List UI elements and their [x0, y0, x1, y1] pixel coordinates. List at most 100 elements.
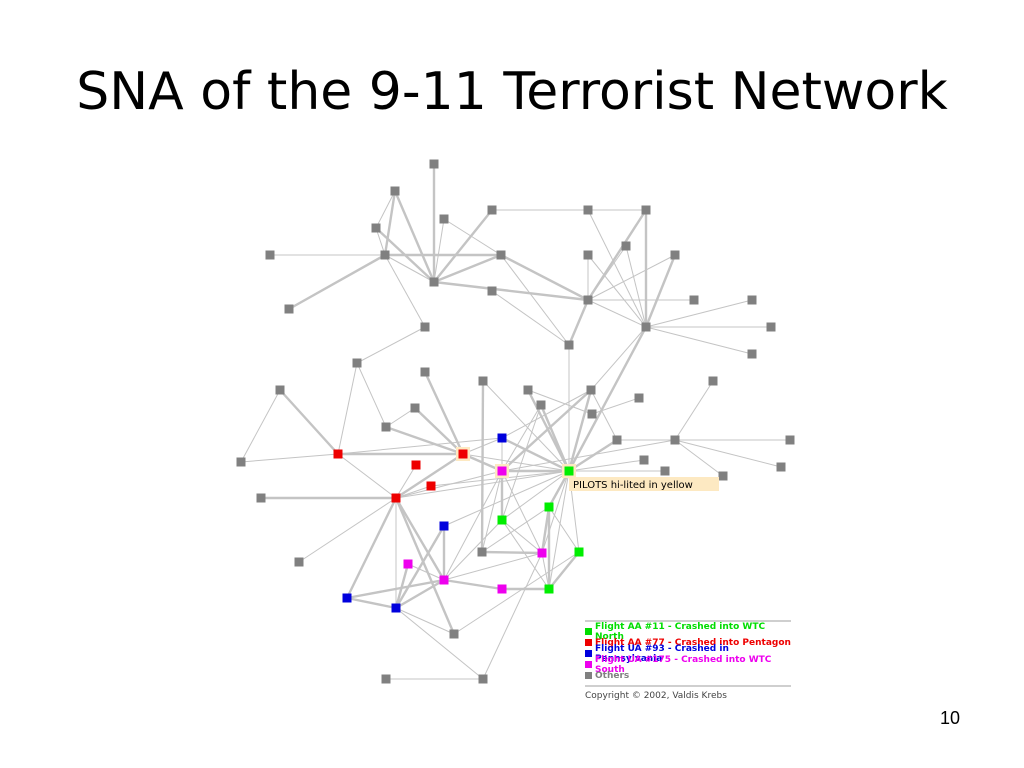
network-edge	[384, 254, 435, 283]
network-edge	[674, 439, 724, 477]
copyright-text: Copyright © 2002, Valdis Krebs	[585, 691, 727, 701]
network-edge	[501, 389, 592, 472]
network-edge	[345, 497, 398, 599]
network-edge	[674, 380, 714, 441]
network-node-other	[660, 466, 670, 476]
legend-item-aa77: Flight AA #77 - Crashed into Pentagon	[585, 637, 791, 648]
pilot-annotation-box	[569, 477, 719, 491]
network-edge	[395, 470, 570, 499]
network-edge	[480, 380, 485, 553]
network-edge	[393, 190, 436, 283]
network-edge	[500, 254, 570, 346]
network-node-ua93	[497, 433, 507, 443]
network-edge	[501, 389, 592, 439]
network-edge	[590, 389, 618, 441]
network-edge	[433, 253, 502, 284]
network-edge	[443, 578, 503, 591]
network-edge	[586, 209, 648, 301]
page-number: 10	[939, 708, 961, 728]
legend-label-aa77: Flight AA #77 - Crashed into Pentagon	[595, 637, 791, 648]
network-node-other	[564, 340, 574, 350]
legend-label-others: Others	[595, 670, 630, 681]
network-edge	[590, 326, 647, 391]
network-node-other	[380, 250, 390, 260]
network-node-other	[583, 295, 593, 305]
network-node-other	[776, 462, 786, 472]
network-edge	[443, 519, 503, 581]
network-node-aa11	[544, 502, 554, 512]
legend-item-ua175: Flight UA #175 - Crashed into WTC South	[585, 655, 791, 675]
network-edge	[587, 245, 627, 301]
network-edge	[462, 453, 570, 472]
network-node-other	[587, 409, 597, 419]
network-edge	[501, 519, 550, 590]
network-edge	[527, 389, 593, 415]
network-node-other	[639, 455, 649, 465]
legend-label-ua175: Flight UA #175 - Crashed into WTC South	[595, 654, 772, 675]
network-edge	[625, 245, 647, 328]
network-node-other	[265, 250, 275, 260]
network-node-other	[478, 674, 488, 684]
network-node-ua175	[497, 466, 507, 476]
network-edge	[501, 436, 570, 473]
network-node-other	[420, 367, 430, 377]
network-node-ua175	[439, 575, 449, 585]
legend-swatch-ua175	[585, 661, 592, 668]
network-edge	[645, 326, 753, 355]
network-edge	[414, 407, 464, 455]
network-edge	[443, 218, 502, 256]
network-edge	[548, 551, 580, 590]
network-edge	[279, 389, 339, 455]
network-node-aa77	[458, 449, 468, 459]
network-node-other	[477, 547, 487, 557]
network-edge	[433, 209, 493, 283]
network-node-aa11	[544, 584, 554, 594]
network-edge	[395, 470, 503, 499]
legend-swatch-aa11	[585, 628, 592, 635]
network-edge	[240, 389, 281, 463]
network-node-other	[478, 376, 488, 386]
network-node-other	[429, 277, 439, 287]
network-node-aa11	[564, 466, 574, 476]
network-node-other	[420, 322, 430, 332]
network-edge	[395, 464, 417, 499]
network-node-other	[487, 205, 497, 215]
network-edge	[394, 525, 446, 609]
network-node-other	[586, 385, 596, 395]
network-edge	[587, 299, 647, 328]
network-node-ua175	[403, 559, 413, 569]
network-edge	[567, 389, 593, 472]
network-node-other	[641, 205, 651, 215]
network-edge	[501, 404, 542, 472]
network-node-aa77	[411, 460, 421, 470]
network-node-ua93	[391, 603, 401, 613]
network-node-ua175	[497, 584, 507, 594]
network-edge	[453, 551, 580, 635]
network-edge	[298, 497, 397, 563]
network-node-other	[536, 400, 546, 410]
network-node-ua175	[537, 548, 547, 558]
network-node-aa77	[426, 481, 436, 491]
network-node-other	[236, 457, 246, 467]
network-edge	[443, 552, 543, 581]
network-edge	[587, 254, 647, 328]
network-edge	[587, 254, 676, 301]
network-edge	[541, 552, 550, 590]
network-edge	[375, 190, 396, 229]
network-node-other	[496, 250, 506, 260]
network-edge	[501, 470, 570, 521]
network-node-other	[583, 250, 593, 260]
network-node-other	[381, 674, 391, 684]
network-edge	[567, 326, 648, 472]
legend-item-others: Others	[585, 670, 791, 681]
network-node-ua93	[439, 521, 449, 531]
network-edge	[423, 371, 465, 455]
legend-list: Flight AA #11 - Crashed into WTC North F…	[585, 622, 791, 685]
network-edge	[568, 459, 645, 472]
network-edge	[395, 452, 464, 500]
legend-swatch-ua93	[585, 650, 592, 657]
network-edge	[540, 506, 551, 554]
network-edge	[541, 470, 570, 554]
network-edge	[501, 439, 676, 472]
